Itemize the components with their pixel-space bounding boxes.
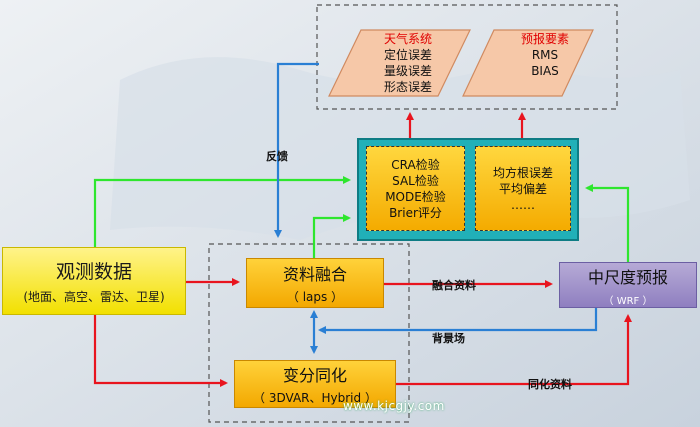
variational-subtitle: （ 3DVAR、Hybrid ） [253,391,377,405]
error-metric: 平均偏差 [498,181,547,196]
assimilation-data-label: 同化资料 [528,378,572,391]
arrow-obs-to-verification [93,176,351,247]
weather-system-item: 形态误差 [383,80,432,94]
data-fusion-subtitle: （ laps ） [286,290,344,304]
mesoscale-subtitle: （ WRF ） [603,295,653,307]
verification-method: Brier评分 [389,205,442,220]
weather-system-title: 天气系统 [383,32,432,46]
arrow-feedback [274,62,319,238]
weather-system-item: 量级误差 [383,64,432,78]
variational-node: 变分同化 （ 3DVAR、Hybrid ） [234,360,396,408]
error-metrics-box: 均方根误差 平均偏差 …… [475,146,571,231]
weather-system-shape [328,29,471,97]
observations-title: 观测数据 [55,261,132,283]
forecast-elements-item: BIAS [531,64,559,78]
background-label: 背景场 [432,332,465,345]
mesoscale-title: 中尺度预报 [587,267,668,287]
arrow-obs-to-variational [93,315,228,387]
arrow-background [318,308,598,334]
arrow-fusion-to-verification [312,214,351,258]
weather-system-item: 定位误差 [383,48,432,62]
forecast-elements-shape [462,29,594,97]
data-fusion-title: 资料融合 [282,265,347,284]
output-dashed-frame [316,4,618,110]
forecast-elements-title: 预报要素 [520,32,569,46]
watermark: www.kjcgjy.com [343,399,445,413]
fusion-data-label: 融合资料 [432,279,476,292]
observations-subtitle: (地面、高空、雷达、卫星) [23,290,165,304]
verification-method: CRA检验 [391,157,440,172]
forecast-elements-item: RMS [531,48,559,62]
mesoscale-node: 中尺度预报 （ WRF ） [559,262,697,308]
weather-system-box: 天气系统 定位误差 量级误差 形态误差 [333,23,483,99]
verification-method: SAL检验 [392,173,439,188]
variational-title: 变分同化 [282,366,347,385]
arrow-wrf-to-verification [585,184,630,262]
observations-node: 观测数据 (地面、高空、雷达、卫星) [2,247,186,315]
error-metric: …… [511,197,535,212]
data-fusion-node: 资料融合 （ laps ） [246,258,384,308]
forecast-elements-box: 预报要素 RMS BIAS [470,23,620,99]
arrow-var-to-wrf [396,314,632,386]
verification-methods-box: CRA检验 SAL检验 MODE检验 Brier评分 [366,146,465,231]
error-metric: 均方根误差 [492,165,553,180]
verification-method: MODE检验 [385,189,446,204]
assimilation-dashed-frame [208,243,410,423]
feedback-label: 反馈 [266,150,288,163]
